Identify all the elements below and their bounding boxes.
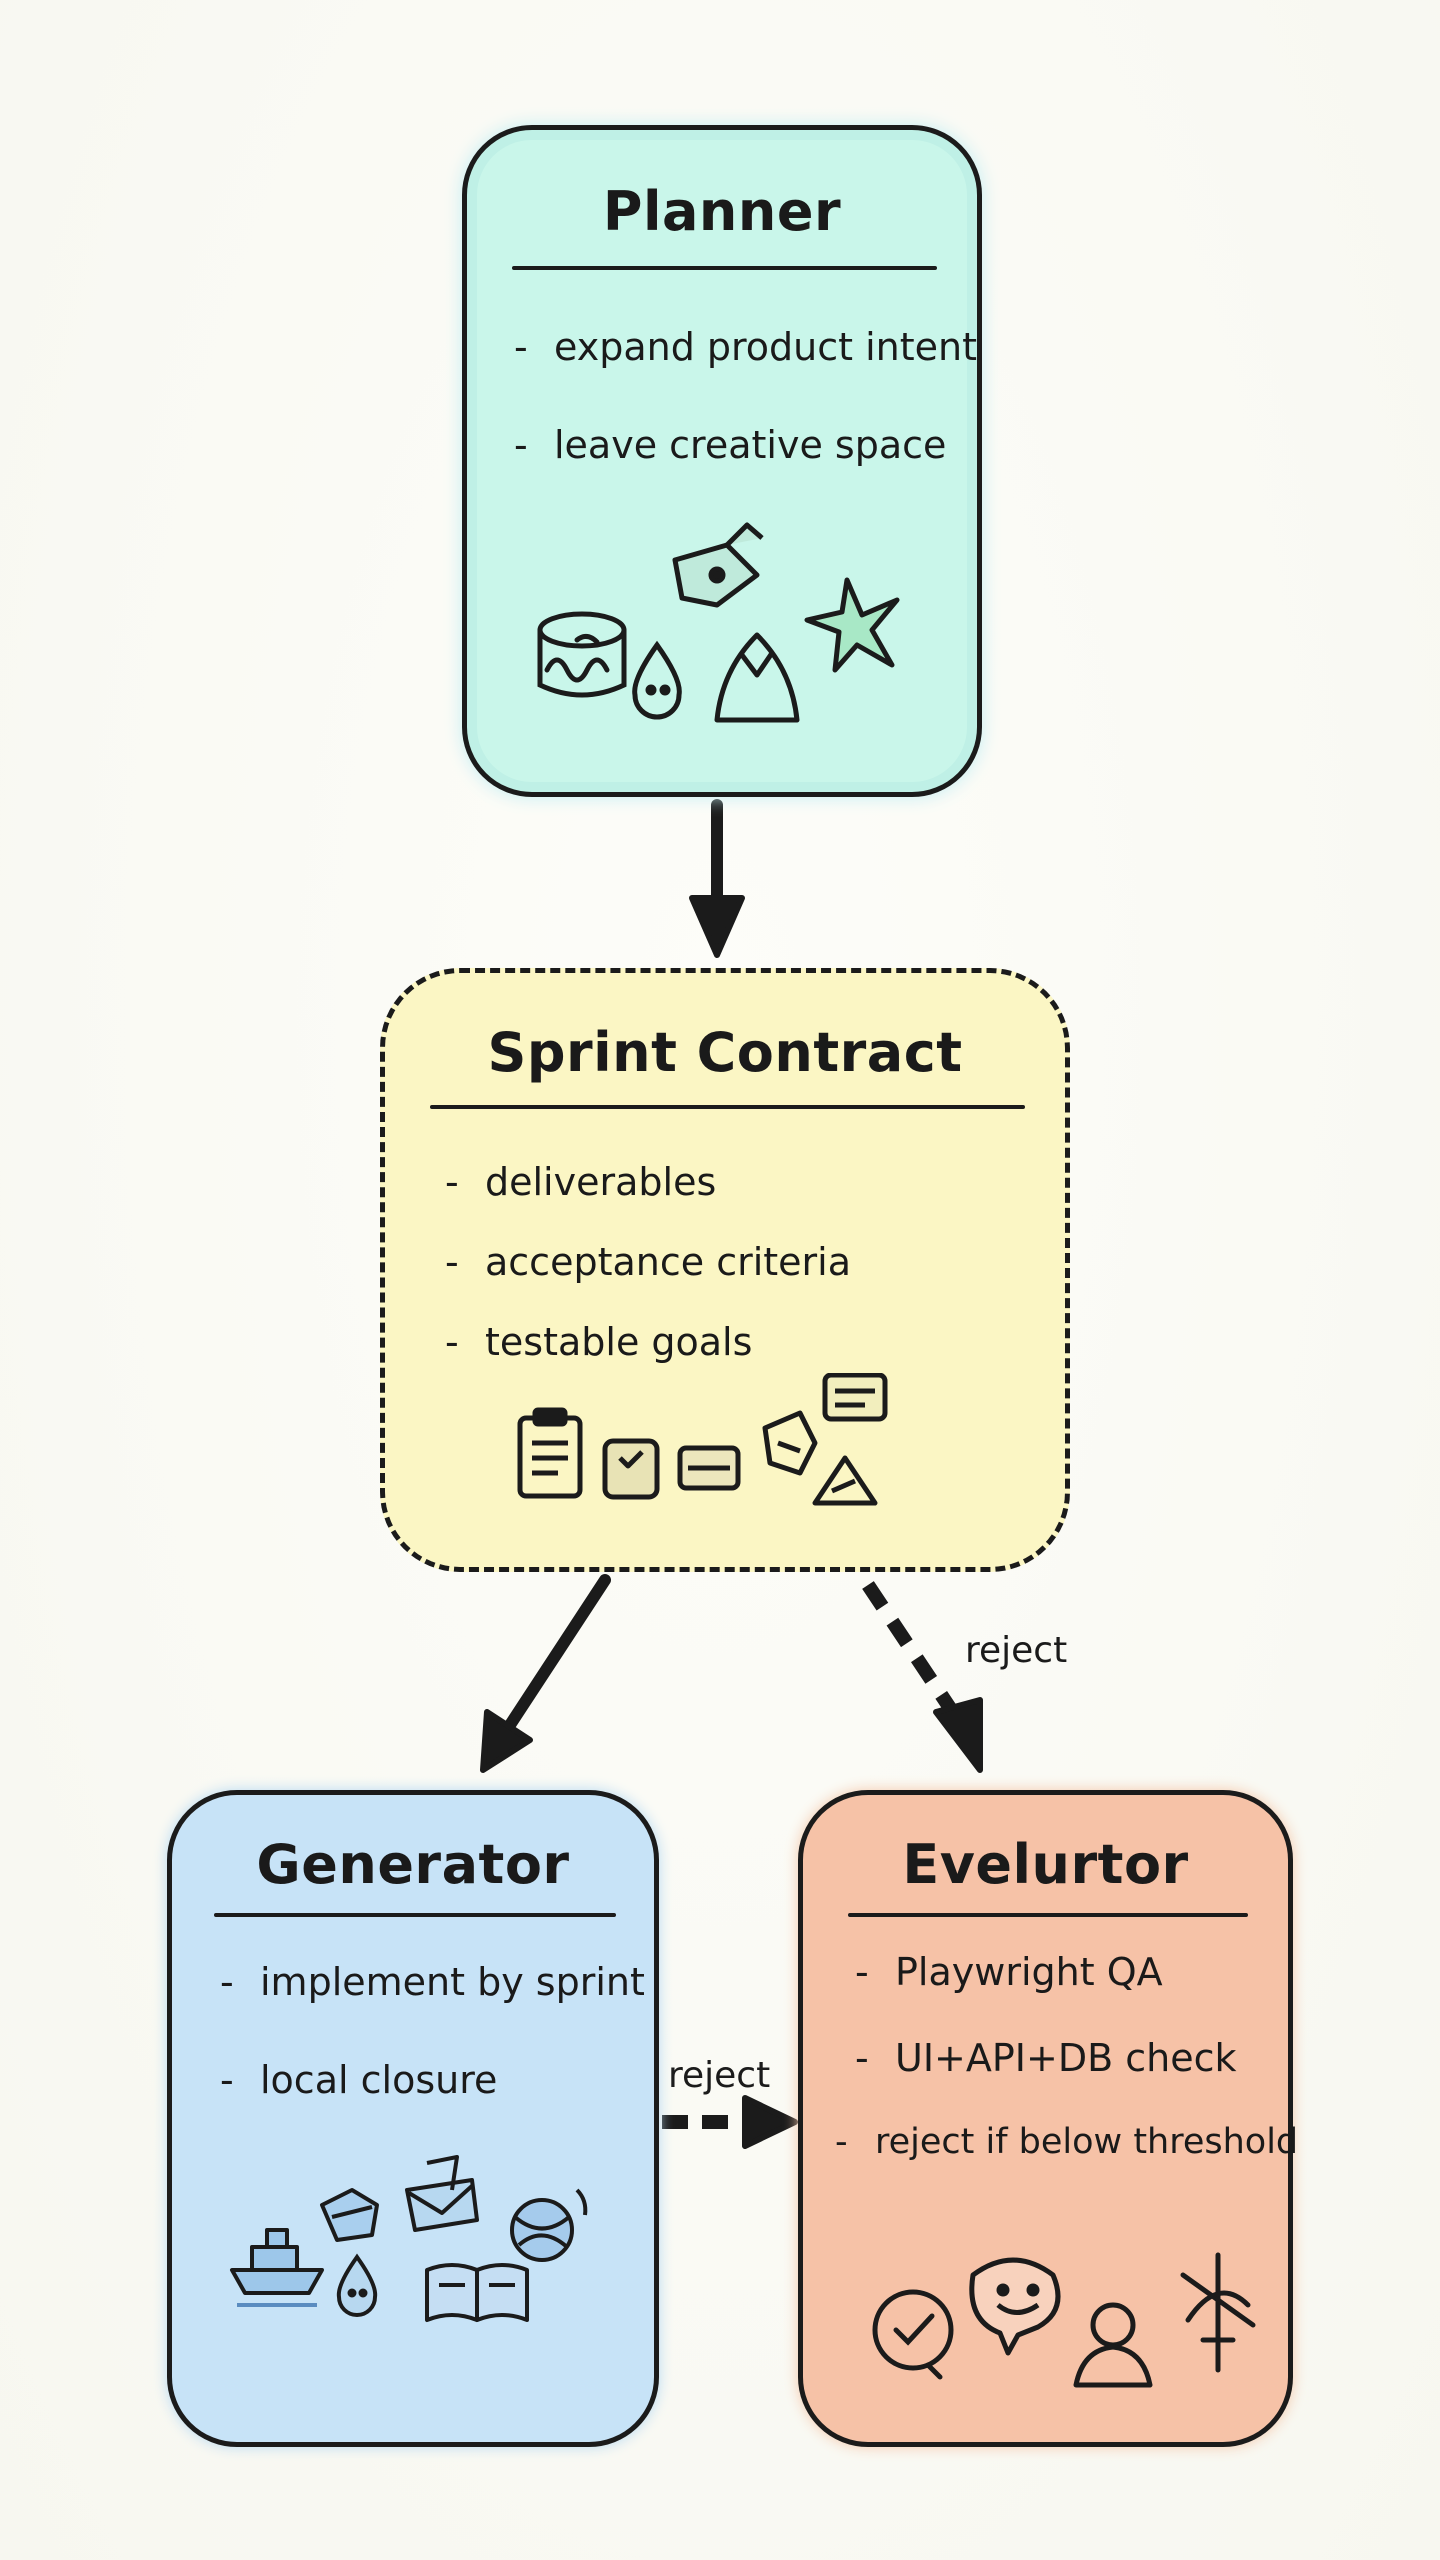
compass-icon xyxy=(1180,2252,1256,2373)
envelope-icon xyxy=(405,2155,479,2232)
sprint-contract-node: Sprint Contract deliverables acceptance … xyxy=(380,968,1070,1572)
ship-icon xyxy=(230,2228,324,2307)
contract-item: acceptance criteria xyxy=(445,1243,851,1281)
evaluator-item: Playwright QA xyxy=(855,1953,1298,1991)
generator-item: implement by sprint xyxy=(220,1963,645,2001)
user-icon xyxy=(1073,2302,1153,2388)
edge-contract-to-generator xyxy=(480,1574,611,1773)
planner-title: Planner xyxy=(602,180,842,243)
contract-icons xyxy=(517,1373,888,1506)
evaluator-divider xyxy=(848,1913,1248,1917)
evaluator-items: Playwright QA UI+API+DB check reject if … xyxy=(855,1953,1298,2160)
generator-divider xyxy=(214,1913,616,1917)
checklist-icon xyxy=(602,1438,660,1500)
database-icon xyxy=(537,611,627,698)
generator-title: Generator xyxy=(256,1833,570,1896)
evaluator-title: Evelurtor xyxy=(902,1833,1189,1896)
planner-item: leave creative space xyxy=(514,426,977,464)
package-icon xyxy=(320,2188,379,2242)
smiley-chat-icon xyxy=(969,2257,1061,2356)
evaluator-item: UI+API+DB check xyxy=(855,2039,1298,2077)
edge-planner-to-contract xyxy=(689,799,745,958)
planner-item: expand product intent xyxy=(514,328,977,366)
sparkle-icon xyxy=(804,577,900,673)
planner-icons xyxy=(537,522,900,723)
generator-node: Generator implement by sprint local clos… xyxy=(167,1790,659,2447)
target-check-icon xyxy=(872,2289,954,2380)
planner-node: Planner expand product intent leave crea… xyxy=(462,125,982,797)
water-drop-icon xyxy=(632,640,682,720)
evaluator-node: Evelurtor Playwright QA UI+API+DB check … xyxy=(798,1790,1298,2447)
edge-generator-to-evaluator xyxy=(662,2095,798,2149)
paintbrush-icon xyxy=(672,522,764,608)
list-icon xyxy=(822,1373,888,1422)
generator-icons xyxy=(230,2155,588,2322)
triangle-icon xyxy=(812,1455,878,1506)
card-icon xyxy=(677,1445,741,1491)
clipboard-icon xyxy=(517,1407,583,1499)
contract-item: deliverables xyxy=(445,1163,851,1201)
edge-label-contract-evaluator: reject xyxy=(965,1630,1068,1671)
evaluator-icons xyxy=(872,2252,1256,2388)
mountain-icon xyxy=(714,632,800,723)
contract-title: Sprint Contract xyxy=(487,1021,963,1084)
planner-divider xyxy=(512,266,937,270)
generator-items: implement by sprint local closure xyxy=(220,1963,645,2099)
water-drop-icon xyxy=(336,2253,378,2317)
edge-label-generator-evaluator: reject xyxy=(668,2055,771,2096)
edge-contract-to-evaluator xyxy=(862,1581,983,1773)
book-icon xyxy=(425,2263,529,2322)
contract-divider xyxy=(430,1105,1025,1109)
contract-item: testable goals xyxy=(445,1323,851,1361)
planner-items: expand product intent leave creative spa… xyxy=(514,328,977,464)
generator-item: local closure xyxy=(220,2061,645,2099)
document-icon xyxy=(762,1410,818,1476)
globe-icon xyxy=(510,2188,588,2262)
contract-items: deliverables acceptance criteria testabl… xyxy=(445,1163,851,1361)
evaluator-item: reject if below threshold xyxy=(835,2125,1298,2160)
